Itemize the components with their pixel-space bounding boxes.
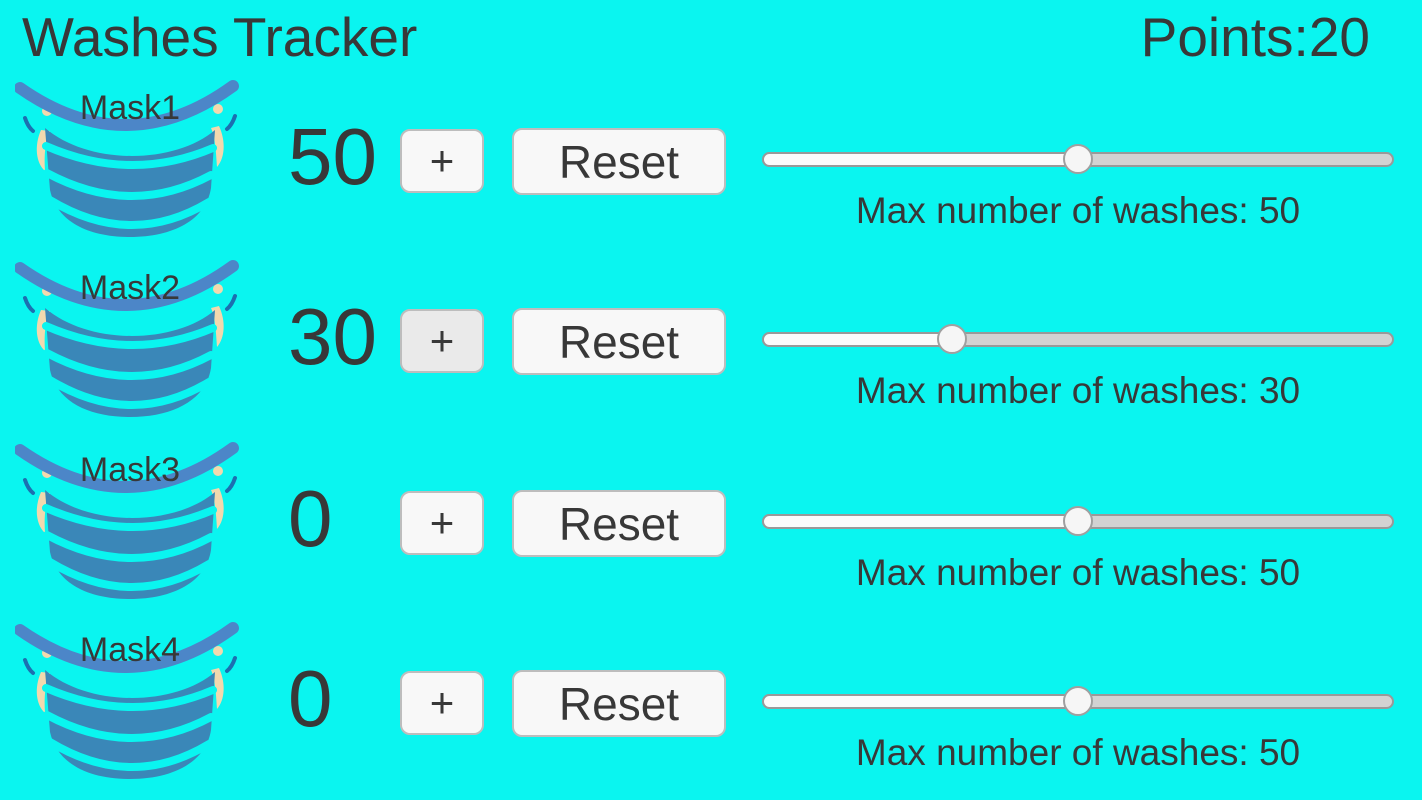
increment-wash-button[interactable]: + [400,309,484,373]
slider-thumb[interactable] [1063,144,1093,174]
mask-row: Mask4 0 + Reset Max number of washes: 50 [0,620,1422,800]
points-display: Points:20 [1141,6,1370,69]
increment-wash-button[interactable]: + [400,671,484,735]
max-washes-caption: Max number of washes: 50 [855,732,1301,773]
mask-row: Mask2 30 + Reset Max number of washes: 3… [0,258,1422,438]
wash-count: 0 [288,654,333,743]
page-title: Washes Tracker [22,6,418,68]
max-washes-caption: Max number of washes: 30 [855,370,1301,411]
slider-fill [762,332,953,347]
mask-icon: Mask2 [15,258,245,423]
mask-label: Mask2 [79,269,181,307]
wash-count: 30 [288,292,377,381]
slider-thumb[interactable] [1063,506,1093,536]
wash-count: 50 [288,112,377,201]
slider-thumb[interactable] [1063,686,1093,716]
mask-row: Mask1 50 + Reset Max number of washes: 5… [0,78,1422,258]
reset-button[interactable]: Reset [512,670,726,737]
reset-button[interactable]: Reset [512,128,726,195]
mask-label: Mask1 [79,89,181,127]
max-washes-slider-group: Max number of washes: 30 [762,258,1394,438]
mask-icon: Mask3 [15,440,245,605]
slider-fill [762,152,1078,167]
reset-button[interactable]: Reset [512,308,726,375]
max-washes-slider-group: Max number of washes: 50 [762,78,1394,258]
max-washes-slider-group: Max number of washes: 50 [762,440,1394,620]
wash-count: 0 [288,474,333,563]
reset-button[interactable]: Reset [512,490,726,557]
increment-wash-button[interactable]: + [400,129,484,193]
max-washes-slider-group: Max number of washes: 50 [762,620,1394,800]
increment-wash-button[interactable]: + [400,491,484,555]
max-washes-caption: Max number of washes: 50 [855,552,1301,593]
slider-track[interactable] [762,332,1394,347]
points-label: Points: [1140,6,1309,68]
slider-fill [762,514,1078,529]
mask-icon: Mask1 [15,78,245,243]
mask-label: Mask4 [79,631,181,669]
slider-fill [762,694,1078,709]
mask-icon: Mask4 [15,620,245,785]
mask-label: Mask3 [79,451,181,489]
points-value: 20 [1308,6,1370,68]
mask-row: Mask3 0 + Reset Max number of washes: 50 [0,440,1422,620]
max-washes-caption: Max number of washes: 50 [855,190,1301,231]
slider-thumb[interactable] [936,324,967,354]
